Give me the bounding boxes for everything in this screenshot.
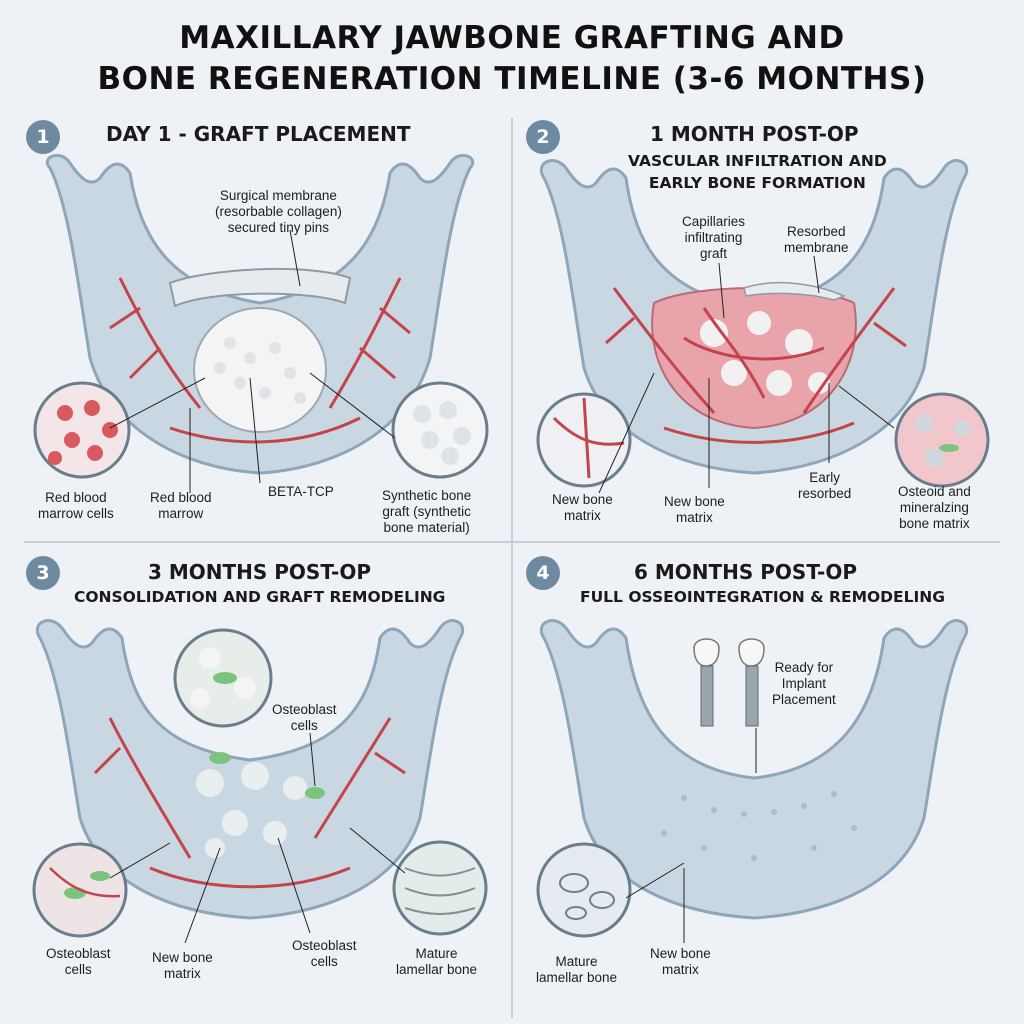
horizontal-divider <box>24 541 1000 543</box>
jaw-illustration-6-months <box>536 619 968 943</box>
panel-title: 1 MONTH POST-OP <box>650 122 859 146</box>
page-title: MAXILLARY JAWBONE GRAFTING AND BONE REGE… <box>0 18 1024 100</box>
step-number-badge: 2 <box>526 120 560 154</box>
step-number-badge: 4 <box>526 556 560 590</box>
title-line-2: BONE REGENERATION TIMELINE (3-6 MONTHS) <box>97 61 927 97</box>
panel-day-1: 1 DAY 1 - GRAFT PLACEMENT Surgical membr… <box>10 118 510 538</box>
panel-title: 3 MONTHS POST-OP <box>148 560 371 584</box>
panel-1-month: 2 1 MONTH POST-OP VASCULAR INFILTRATION … <box>514 118 1014 538</box>
panel-3-months: 3 3 MONTHS POST-OP CONSOLIDATION AND GRA… <box>10 548 510 981</box>
jaw-illustration-1-month <box>536 159 990 494</box>
dental-implant-icon <box>693 638 765 727</box>
jaw-illustration-day-1 <box>33 153 489 493</box>
panel-subtitle: CONSOLIDATION AND GRAFT REMODELING <box>74 588 446 606</box>
panel-6-months: 4 6 MONTHS POST-OP FULL OSSEOINTEGRATION… <box>514 548 1014 985</box>
step-number-badge: 1 <box>26 120 60 154</box>
vertical-divider <box>511 118 513 1018</box>
label-surgical-membrane: Surgical membrane(resorbable collagen)se… <box>215 188 342 235</box>
panel-title: 6 MONTHS POST-OP <box>634 560 857 584</box>
jaw-illustration-3-months <box>32 619 488 944</box>
panel-title: DAY 1 - GRAFT PLACEMENT <box>106 122 411 146</box>
title-line-1: MAXILLARY JAWBONE GRAFTING AND <box>179 20 845 56</box>
step-number-badge: 3 <box>26 556 60 590</box>
panel-subtitle: FULL OSSEOINTEGRATION & REMODELING <box>580 588 945 606</box>
label-beta-tcp: BETA-TCP <box>268 484 334 499</box>
